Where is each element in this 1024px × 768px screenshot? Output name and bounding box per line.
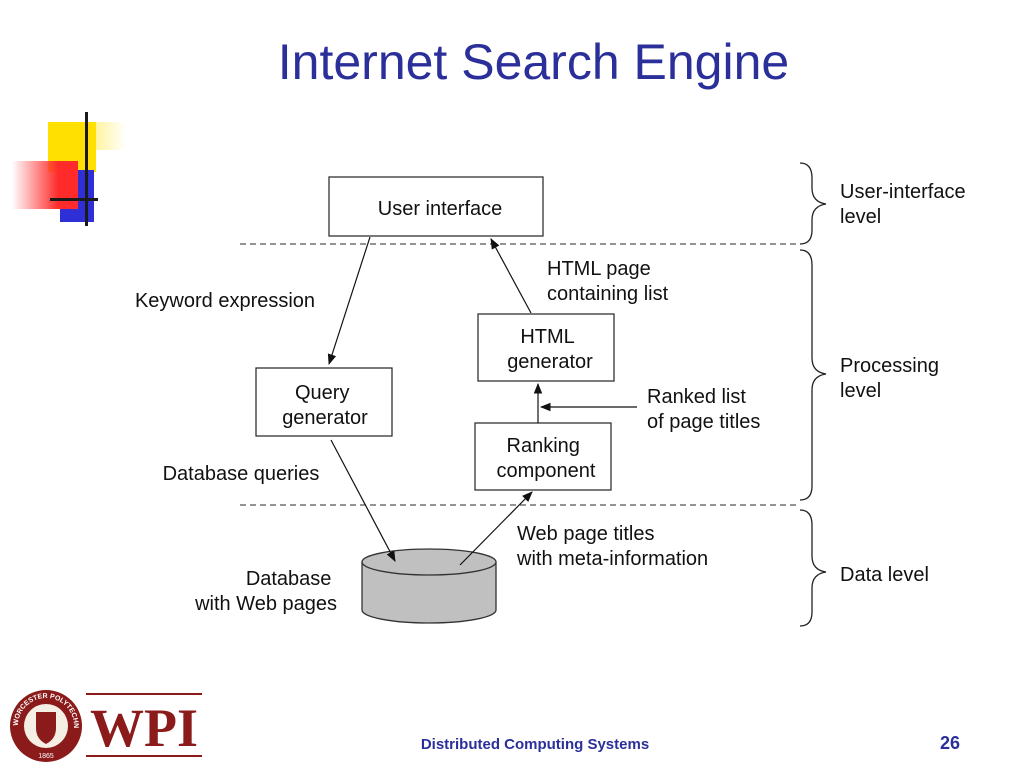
box-user-interface-label: User interface [378,198,503,220]
slide-title-text: Internet Search Engine [277,34,790,90]
label-html-page: HTML page containing list [547,258,669,305]
label-web-page-titles-line1: Web page titles [517,523,655,545]
arrow-database-to-ranking [459,491,533,566]
box-ranking-component-line2: component [497,460,596,482]
label-ranked-list: Ranked list of page titles [647,386,760,433]
page-number: 26 [939,733,961,753]
box-ranking-component-line1: Ranking [507,435,580,457]
level-label-data: Data level [840,564,929,586]
seal-shield-icon [36,712,56,744]
decor-yellow-fade [96,122,126,150]
decor-red-gradient [12,161,78,209]
decor-horizontal-line [50,198,98,201]
arrow-query-to-database [330,439,396,562]
level-label-processing: Processing level [840,355,945,402]
label-database-queries: Database queries [163,463,320,485]
database-cylinder [361,548,497,624]
level-label-user-interface-line1: User-interface [840,181,966,203]
seal-year: 1865 [38,753,54,760]
label-database-line2: with Web pages [194,593,337,615]
label-web-page-titles: Web page titles with meta-information [516,523,708,570]
brace-data-level [799,509,827,627]
brace-user-interface-level [799,162,827,245]
label-web-page-titles-line2: with meta-information [516,548,708,570]
label-ranked-list-line1: Ranked list [647,386,746,408]
level-label-user-interface: User-interface level [840,181,971,228]
box-ranking-component-label: Ranking component [497,435,596,482]
level-label-processing-line1: Processing [840,355,939,377]
box-query-generator [255,367,393,437]
label-ranked-list-line2: of page titles [647,411,760,433]
level-label-processing-line2: level [840,380,881,402]
box-query-generator-label: Query generator [282,382,368,429]
wpi-wordmark: WPI [90,698,198,758]
slide-title: Internet Search Engine [0,30,1024,94]
wpi-logo: WORCESTER POLYTECHNIC INSTITUTE 1865 WPI [6,686,202,762]
box-html-generator [477,313,615,382]
level-label-user-interface-line2: level [840,206,881,228]
box-query-generator-line1: Query [295,382,349,404]
box-ranking-component [474,422,612,491]
box-query-generator-line2: generator [282,407,368,429]
label-database: Database with Web pages [194,568,337,615]
arrow-html-to-ui [490,238,532,314]
brace-processing-level [799,249,827,501]
box-html-generator-line2: generator [507,351,593,373]
label-database-line1: Database [246,568,332,590]
label-html-page-line2: containing list [547,283,669,305]
arrow-ui-to-query [327,236,371,366]
label-html-page-line1: HTML page [547,258,651,280]
label-keyword-expression: Keyword expression [135,290,315,312]
box-user-interface [328,176,544,237]
decor-vertical-line [85,112,88,226]
box-html-generator-line1: HTML [520,326,574,348]
footer-text: Distributed Computing Systems [420,736,650,753]
box-html-generator-label: HTML generator [507,326,593,373]
